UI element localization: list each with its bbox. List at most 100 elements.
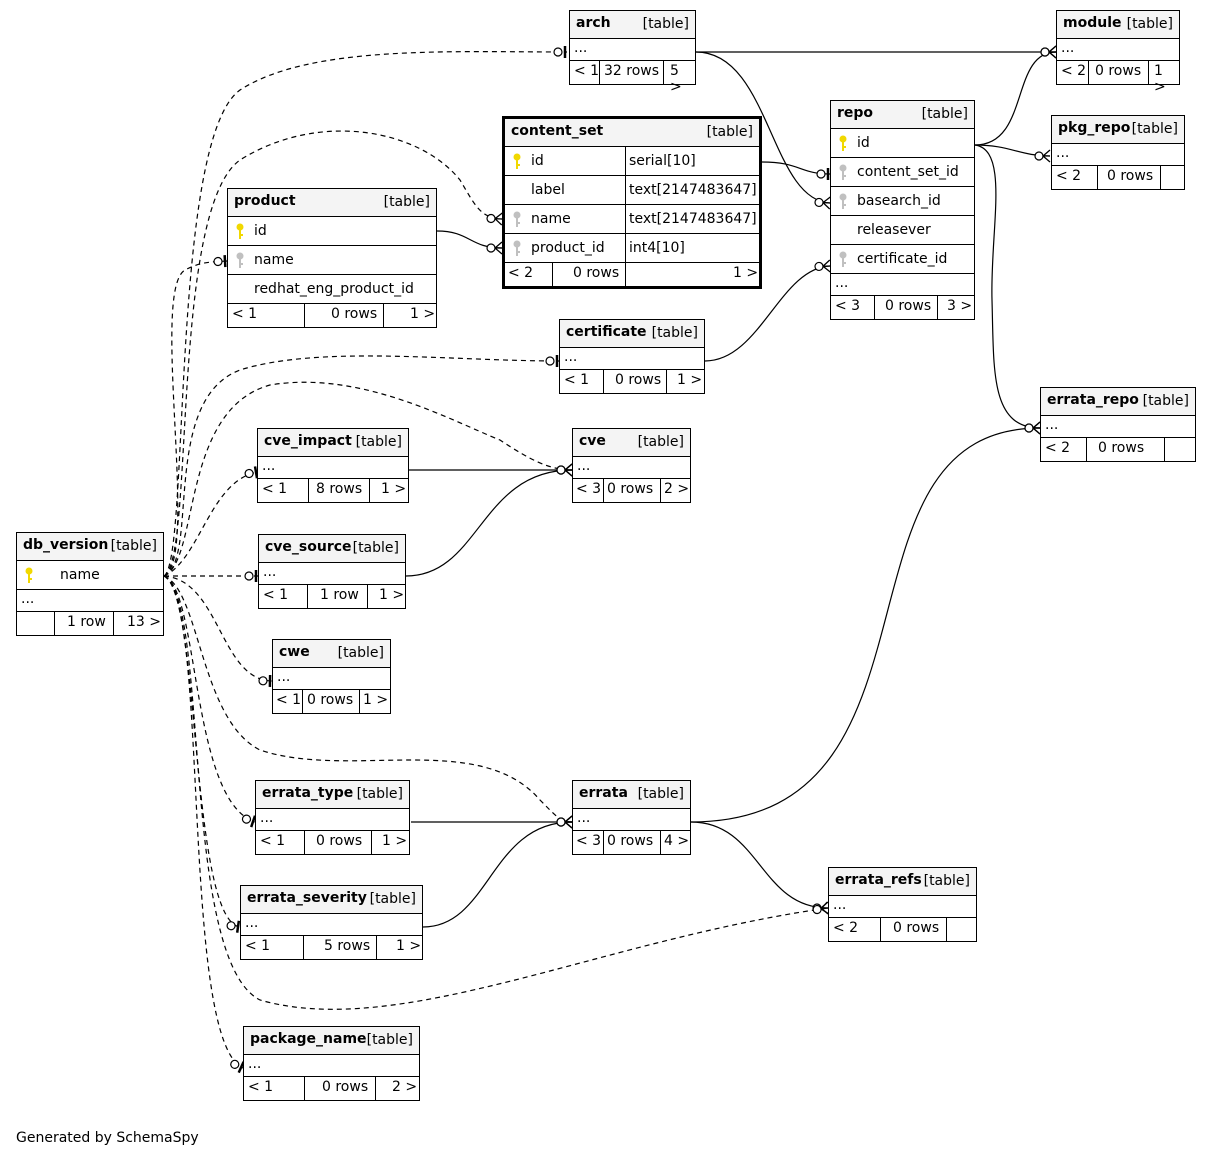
children-link[interactable]: 1 > (379, 587, 405, 603)
implied-db_version-content_set (163, 130, 503, 577)
table-footer: < 2 0 rows 1 > (505, 263, 759, 286)
table-type: [table] (1131, 121, 1178, 137)
children-link[interactable]: 13 > (127, 614, 161, 630)
parents-link[interactable]: < 2 (1056, 168, 1082, 184)
table-pkg_repo[interactable]: pkg_repo[table] ... < 2 0 rows (1051, 115, 1185, 190)
row-count: 0 rows (615, 372, 662, 388)
table-type: [table] (1126, 16, 1173, 32)
more-columns: ... (829, 896, 976, 918)
column-row[interactable]: name (228, 246, 436, 275)
column-row[interactable]: name (17, 561, 163, 590)
children-link[interactable]: 2 > (392, 1079, 418, 1095)
parents-link[interactable]: < 2 (508, 265, 534, 281)
parents-link[interactable]: < 1 (574, 63, 600, 79)
column-type: text[2147483647] (629, 182, 757, 198)
children-link[interactable]: 1 > (733, 265, 759, 281)
table-header: module[table] (1057, 11, 1179, 39)
table-header: errata_refs[table] (829, 868, 976, 896)
table-errata[interactable]: errata[table] ... < 3 0 rows 4 > (572, 780, 691, 855)
table-cve[interactable]: cve[table] ... < 3 0 rows 2 > (572, 428, 691, 503)
column-row[interactable]: content_set_id (831, 158, 974, 187)
table-name: certificate (566, 324, 647, 340)
table-errata_refs[interactable]: errata_refs[table] ... < 2 0 rows (828, 867, 977, 942)
table-cve_source[interactable]: cve_source[table] ... < 1 1 row 1 > (258, 534, 406, 609)
table-footer: < 1 0 rows 1 > (560, 370, 704, 393)
children-link[interactable]: 4 > (664, 833, 690, 849)
table-type: [table] (369, 891, 416, 907)
table-footer: < 1 0 rows 1 > (256, 831, 409, 854)
table-arch[interactable]: arch[table] ... < 1 32 rows 5 > (569, 10, 696, 95)
children-link[interactable]: 3 > (947, 298, 973, 314)
parents-link[interactable]: < 1 (248, 1079, 274, 1095)
column-type: serial[10] (629, 153, 696, 169)
table-type: [table] (366, 1032, 413, 1048)
table-module[interactable]: module[table] ... < 2 0 rows 1 > (1056, 10, 1180, 95)
parents-link[interactable]: < 1 (232, 306, 258, 322)
table-name: content_set (511, 123, 604, 139)
more-columns: ... (1052, 144, 1184, 166)
parents-link[interactable]: < 3 (576, 481, 602, 497)
children-link[interactable]: 1 > (363, 692, 389, 708)
table-header: errata[table] (573, 781, 690, 809)
table-cve_impact[interactable]: cve_impact[table] ... < 1 8 rows 1 > (257, 428, 409, 503)
table-name: cve_impact (264, 433, 352, 449)
primary-key-icon (839, 135, 847, 151)
children-link[interactable]: 2 > (664, 481, 690, 497)
parents-link[interactable]: < 3 (835, 298, 861, 314)
foreign-key-icon (513, 211, 521, 227)
column-name: content_set_id (857, 164, 959, 180)
table-errata_severity[interactable]: errata_severity[table] ... < 1 5 rows 1 … (240, 885, 423, 960)
children-link[interactable]: 1 > (396, 938, 422, 954)
parents-link[interactable]: < 1 (263, 587, 289, 603)
table-errata_repo[interactable]: errata_repo[table] ... < 2 0 rows (1040, 387, 1196, 462)
parents-link[interactable]: < 2 (1061, 63, 1087, 79)
parents-link[interactable]: < 1 (245, 938, 271, 954)
table-db_version[interactable]: db_version[table] name ... 1 row 13 > (16, 532, 164, 636)
parents-link[interactable]: < 3 (576, 833, 602, 849)
column-name: product_id (531, 240, 605, 256)
column-row[interactable]: certificate_id (831, 245, 974, 274)
table-product[interactable]: product[table] id name redhat_eng_produc… (227, 188, 437, 328)
parents-link[interactable]: < 1 (564, 372, 590, 388)
parents-link[interactable]: < 1 (260, 833, 286, 849)
table-cwe[interactable]: cwe[table] ... < 1 0 rows 1 > (272, 639, 391, 714)
table-footer: < 1 0 rows 1 > (273, 690, 390, 713)
table-repo[interactable]: repo[table] id content_set_id basearch_i… (830, 100, 975, 320)
parents-link[interactable]: < 2 (833, 920, 859, 936)
column-row[interactable]: redhat_eng_product_id (228, 275, 436, 304)
column-name: id (254, 223, 267, 239)
children-link[interactable]: 1 > (381, 481, 407, 497)
children-link[interactable]: 1 > (410, 306, 436, 322)
table-header: errata_type[table] (256, 781, 409, 809)
table-name: errata_repo (1047, 392, 1139, 408)
children-link[interactable]: 1 > (382, 833, 408, 849)
table-header: cve_source[table] (259, 535, 405, 563)
children-link[interactable]: 1 > (677, 372, 703, 388)
parents-link[interactable]: < 1 (262, 481, 288, 497)
table-errata_type[interactable]: errata_type[table] ... < 1 0 rows 1 > (255, 780, 410, 855)
children-link[interactable]: 1 > (1154, 63, 1166, 95)
table-header: product[table] (228, 189, 436, 217)
children-link[interactable]: 5 > (670, 63, 682, 95)
implied-db_version-errata (163, 575, 573, 829)
column-row[interactable]: releasever (831, 216, 974, 245)
column-row[interactable]: id (228, 217, 436, 246)
column-type: text[2147483647] (629, 211, 757, 227)
foreign-key-icon (839, 251, 847, 267)
parents-link[interactable]: < 2 (1045, 440, 1071, 456)
table-header: certificate[table] (560, 320, 704, 348)
column-row[interactable]: id (831, 129, 974, 158)
row-count: 0 rows (607, 481, 654, 497)
column-row[interactable]: basearch_id (831, 187, 974, 216)
implied-db_version-errata_type (163, 575, 257, 828)
row-count: 0 rows (322, 1079, 369, 1095)
more-columns: ... (273, 668, 390, 690)
table-certificate[interactable]: certificate[table] ... < 1 0 rows 1 > (559, 319, 705, 394)
table-package_name[interactable]: package_name[table] ... < 1 0 rows 2 > (243, 1026, 420, 1101)
parents-link[interactable]: < 1 (276, 692, 302, 708)
